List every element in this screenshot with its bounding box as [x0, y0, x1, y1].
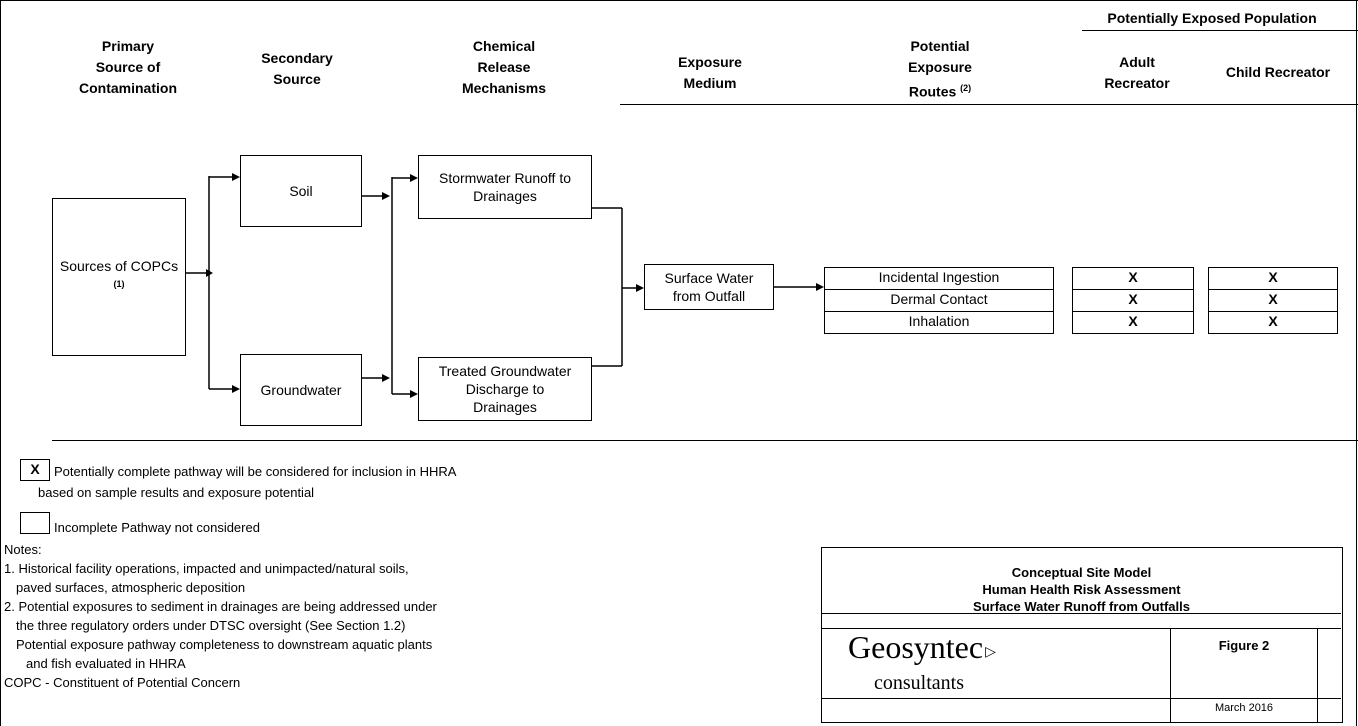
legend-complete-text-2: based on sample results and exposure pot… — [38, 485, 315, 500]
routes-footnote: (2) — [960, 83, 972, 93]
note-line: 1. Historical facility operations, impac… — [4, 561, 409, 576]
figure-date: March 2016 — [1214, 702, 1274, 714]
logo-sub: consultants — [874, 672, 964, 694]
legend-complete-text: Potentially complete pathway will be con… — [54, 464, 457, 479]
col-exposure-medium: Exposure Medium — [678, 54, 742, 91]
treated-groundwater-box: Treated Groundwater Discharge to Drainag… — [418, 357, 592, 421]
col-exposure-routes: Potential Exposure Routes (2) — [908, 38, 972, 100]
title-line-3: Surface Water Runoff from Outfalls — [973, 599, 1190, 614]
child-mark: X — [1208, 311, 1338, 334]
legend-complete-box: X — [20, 459, 50, 481]
legend-incomplete-text: Incomplete Pathway not considered — [54, 520, 260, 535]
arrow-head — [232, 173, 240, 181]
title-block-divider — [822, 628, 1341, 629]
notes-title: Notes: — [4, 542, 42, 557]
population-header: Potentially Exposed Population — [1107, 10, 1317, 26]
logo: Geosyntec▷ consultants — [848, 628, 1088, 694]
arrow-head — [410, 390, 418, 398]
title-line-1: Conceptual Site Model — [1011, 565, 1152, 580]
legend-incomplete-box — [20, 512, 50, 534]
adult-mark: X — [1072, 267, 1194, 290]
right-border — [1356, 0, 1357, 726]
primary-footnote: (1) — [113, 279, 125, 290]
top-border — [0, 0, 1358, 1]
arrow-head — [232, 385, 240, 393]
population-rule — [1082, 30, 1358, 31]
child-mark: X — [1208, 289, 1338, 312]
header-rule — [620, 104, 1358, 105]
figure-column: Figure 2 — [1170, 628, 1318, 722]
surface-water-box: Surface Water from Outfall — [644, 264, 774, 310]
logo-mark-icon: ▷ — [985, 645, 996, 660]
stormwater-runoff-box: Stormwater Runoff to Drainages — [418, 155, 592, 219]
col-release-mechanisms: Chemical Release Mechanisms — [461, 38, 547, 96]
title-block-lower-rule — [822, 698, 1341, 699]
arrow-head — [816, 283, 824, 291]
sources-of-copcs-box: Sources of COPCs (1) — [52, 198, 186, 356]
arrow-head — [382, 192, 390, 200]
title-line-2: Human Health Risk Assessment — [982, 582, 1181, 597]
child-mark: X — [1208, 267, 1338, 290]
arrow-head — [382, 374, 390, 382]
col-primary-source: Primary Source of Contamination — [79, 38, 177, 96]
note-line: Potential exposure pathway completeness … — [16, 637, 433, 652]
arrow-head — [410, 174, 418, 182]
title-block-header: Conceptual Site Model Human Health Risk … — [822, 548, 1341, 614]
groundwater-box: Groundwater — [240, 354, 362, 426]
diagram-bottom-rule — [52, 440, 1358, 441]
arrow-head — [636, 284, 644, 292]
note-line: paved surfaces, atmospheric deposition — [16, 580, 246, 595]
col-adult-recreator: Adult Recreator — [1104, 54, 1170, 91]
soil-box: Soil — [240, 155, 362, 227]
title-block: Conceptual Site Model Human Health Risk … — [821, 547, 1343, 723]
route-incidental-ingestion: Incidental Ingestion — [824, 267, 1054, 290]
col-secondary-source: Secondary Source — [261, 50, 333, 87]
note-line: and fish evaluated in HHRA — [26, 656, 186, 671]
arrow-head — [206, 269, 213, 277]
figure-number: Figure 2 — [1218, 638, 1270, 653]
logo-name: Geosyntec — [848, 629, 984, 665]
col-child-recreator: Child Recreator — [1225, 64, 1331, 80]
left-border — [0, 0, 1, 726]
route-inhalation: Inhalation — [824, 311, 1054, 334]
note-line: 2. Potential exposures to sediment in dr… — [4, 599, 437, 614]
adult-mark: X — [1072, 311, 1194, 334]
note-line: COPC - Constituent of Potential Concern — [4, 675, 241, 690]
note-line: the three regulatory orders under DTSC o… — [16, 618, 406, 633]
route-dermal-contact: Dermal Contact — [824, 289, 1054, 312]
adult-mark: X — [1072, 289, 1194, 312]
